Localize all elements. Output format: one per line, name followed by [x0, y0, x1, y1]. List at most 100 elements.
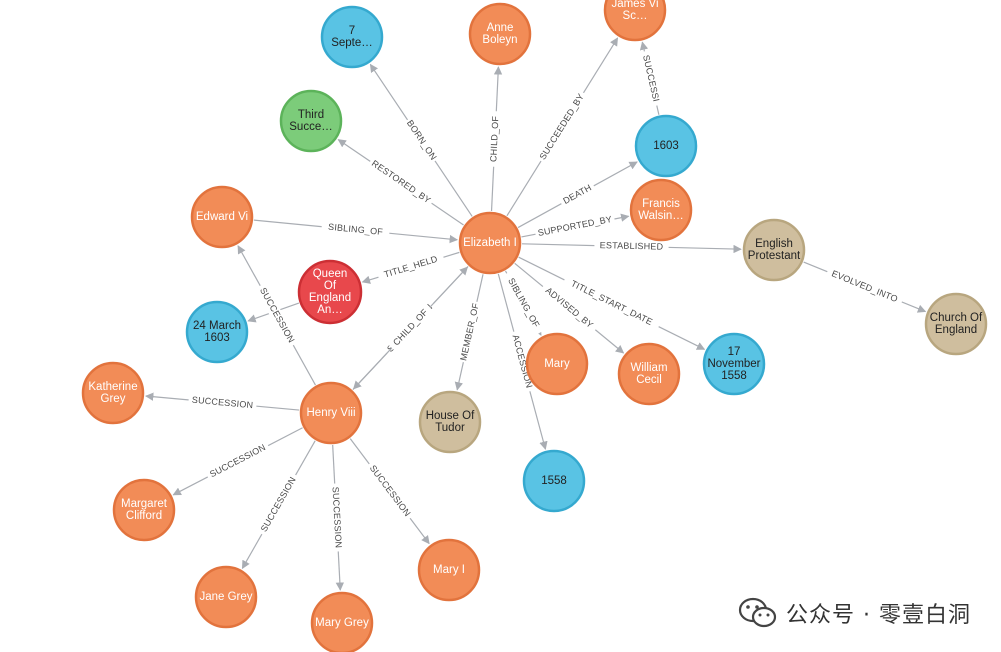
edge-elizabeth-tudor[interactable]: MEMBER_OF: [454, 274, 484, 391]
node-maryi[interactable]: Mary I: [417, 538, 481, 602]
node-circle: [310, 591, 374, 652]
node-circle: [468, 2, 532, 66]
node-circle: [297, 259, 363, 325]
edge-label-bg: [366, 156, 435, 209]
edge-label-bg: [539, 281, 600, 335]
node-circle: [702, 332, 766, 396]
edge-label-bg: [558, 180, 597, 209]
node-label: An…: [317, 304, 343, 316]
edge-label-bg: [561, 274, 662, 333]
node-circle: [112, 478, 176, 542]
node-marygrey[interactable]: Mary Grey: [310, 591, 374, 652]
edge-edward-elizabeth[interactable]: SIBLING_OF: [253, 219, 458, 244]
edge-label-bg: [321, 220, 390, 240]
node-y1603[interactable]: 1603: [634, 114, 698, 178]
node-label: Cecil: [636, 374, 662, 386]
edge-label: SUCCESSION: [368, 463, 413, 518]
edge-label-bg: [534, 213, 616, 241]
edge-elizabeth-henry[interactable]: CHILD_OF: [352, 265, 469, 390]
node-label: England: [935, 324, 977, 336]
edge-elizabeth-english[interactable]: ESTABLISHED: [521, 239, 742, 254]
edge-label: SUCCESSION: [259, 475, 298, 533]
watermark: 公众号 · 零壹白洞: [738, 596, 971, 630]
edge-label: ESTABLISHED: [600, 240, 664, 252]
node-y1558[interactable]: 1558: [522, 449, 586, 513]
node-7sep[interactable]: 7Septe…: [320, 5, 384, 69]
node-label: English: [755, 238, 793, 250]
edge-elizabeth-queen[interactable]: TITLE_HELD: [361, 251, 460, 284]
node-circle: [634, 114, 698, 178]
node-francis[interactable]: FrancisWalsin…: [629, 178, 693, 242]
node-label: Clifford: [126, 510, 162, 522]
edge-elizabeth-third[interactable]: RESTORED_BY: [337, 139, 464, 226]
edge-henry-marygrey[interactable]: SUCCESSION: [328, 444, 345, 591]
edge-elizabeth-james[interactable]: SUCCEEDED_BY: [506, 37, 619, 217]
node-label: Anne: [487, 22, 514, 34]
edge-label: BORN_ON: [405, 118, 439, 162]
edge-y1603-james[interactable]: SUCCESSI: [638, 41, 663, 115]
node-edward[interactable]: Edward Vi: [190, 185, 254, 249]
node-label: Mary I: [433, 564, 465, 576]
edge-label-bg: [457, 300, 483, 364]
node-label: William: [630, 362, 667, 374]
node-label: Succe…: [289, 121, 332, 133]
node-circle: [320, 5, 384, 69]
node-label: 7: [349, 25, 355, 37]
node-third[interactable]: ThirdSucce…: [279, 89, 343, 153]
edge-elizabeth-anne[interactable]: CHILD_OF: [487, 66, 503, 212]
edge-henry-edward[interactable]: SUCCESSION: [237, 245, 316, 386]
node-label: November: [707, 358, 760, 370]
node-circle: [194, 565, 258, 629]
node-label: 1603: [653, 140, 679, 152]
edge-henry-maryi[interactable]: SUCCESSION: [349, 438, 430, 545]
node-label: 17: [728, 346, 741, 358]
node-label: Church Of: [930, 312, 983, 324]
node-label: Francis: [642, 198, 680, 210]
edge-english-church[interactable]: EVOLVED_INTO: [803, 261, 927, 313]
node-circle: [522, 449, 586, 513]
node-label: Of: [324, 280, 337, 292]
edge-label-bg: [501, 270, 545, 336]
node-mary[interactable]: Mary: [525, 332, 589, 396]
node-elizabeth[interactable]: Elizabeth I: [458, 211, 522, 275]
node-label: Grey: [101, 393, 126, 405]
edge-elizabeth-mary[interactable]: SIBLING_OF: [501, 270, 545, 336]
node-james[interactable]: James ViSc…: [603, 0, 667, 42]
node-label: Protestant: [748, 250, 801, 262]
wechat-icon: [738, 597, 777, 628]
node-label: Septe…: [331, 37, 373, 49]
node-queen[interactable]: QueenOfEnglandAn…: [297, 259, 363, 325]
edge-label-bg: [594, 239, 669, 254]
node-label: James Vi: [611, 0, 658, 10]
node-label: Elizabeth I: [463, 237, 517, 249]
node-circle: [299, 381, 363, 445]
node-label: England: [309, 292, 351, 304]
edge-label: CHILD_OF: [391, 307, 430, 348]
edge-label: SUCCESSION: [330, 486, 343, 548]
edge-henry-katherine[interactable]: SUCCESSION: [145, 392, 300, 413]
node-label: Queen: [313, 268, 348, 280]
edge-label: CHILD_OF: [488, 115, 500, 162]
node-circle: [742, 218, 806, 282]
edge-label: SUCCESSI: [641, 54, 661, 103]
edge-label-bg: [402, 116, 441, 165]
edge-label-bg: [256, 472, 301, 538]
node-label: Boleyn: [482, 34, 517, 46]
node-label: Tudor: [435, 422, 465, 434]
node-label: Sc…: [623, 10, 648, 22]
node-circle: [190, 185, 254, 249]
node-henry[interactable]: Henry Viii: [299, 381, 363, 445]
edge-label-bg: [638, 50, 663, 107]
node-jane[interactable]: Jane Grey: [194, 565, 258, 629]
